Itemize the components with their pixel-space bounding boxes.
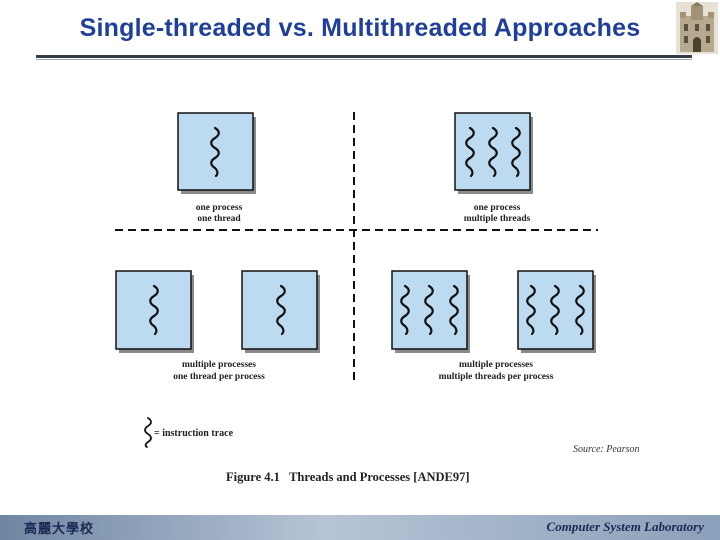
label-multiple-threads-per-process: multiple threads per process <box>439 372 554 382</box>
process-box-multiple-threads <box>454 112 533 194</box>
label-one-process: one process <box>474 203 521 213</box>
process-box-single-thread-b <box>241 270 320 353</box>
process-box-multi-thread-b <box>517 270 596 353</box>
label-one-thread-per-process: one thread per process <box>173 372 265 382</box>
slide-title: Single-threaded vs. Multithreaded Approa… <box>79 14 641 42</box>
label-one-process: one process <box>196 203 243 213</box>
footer-bar: 高麗大學校 Computer System Laboratory <box>0 515 720 540</box>
title-rule-shadow <box>36 59 692 60</box>
label-multiple-processes: multiple processes <box>182 360 256 370</box>
instruction-trace-icon <box>144 417 152 448</box>
process-box-multi-thread-a <box>391 270 470 353</box>
legend-text: = instruction trace <box>154 428 234 439</box>
lab-name: Computer System Laboratory <box>546 519 704 534</box>
university-name: 高麗大學校 <box>24 522 95 537</box>
process-box-one-thread <box>177 112 256 194</box>
title-rule <box>36 55 692 58</box>
process-box-single-thread-a <box>115 270 194 353</box>
figure-caption: Figure 4.1 Threads and Processes [ANDE97… <box>226 470 470 484</box>
label-multiple-threads: multiple threads <box>464 214 531 224</box>
label-one-thread: one thread <box>197 214 241 224</box>
label-multiple-processes: multiple processes <box>459 360 533 370</box>
university-building-logo <box>676 2 718 54</box>
source-credit: Source: Pearson <box>573 444 640 455</box>
